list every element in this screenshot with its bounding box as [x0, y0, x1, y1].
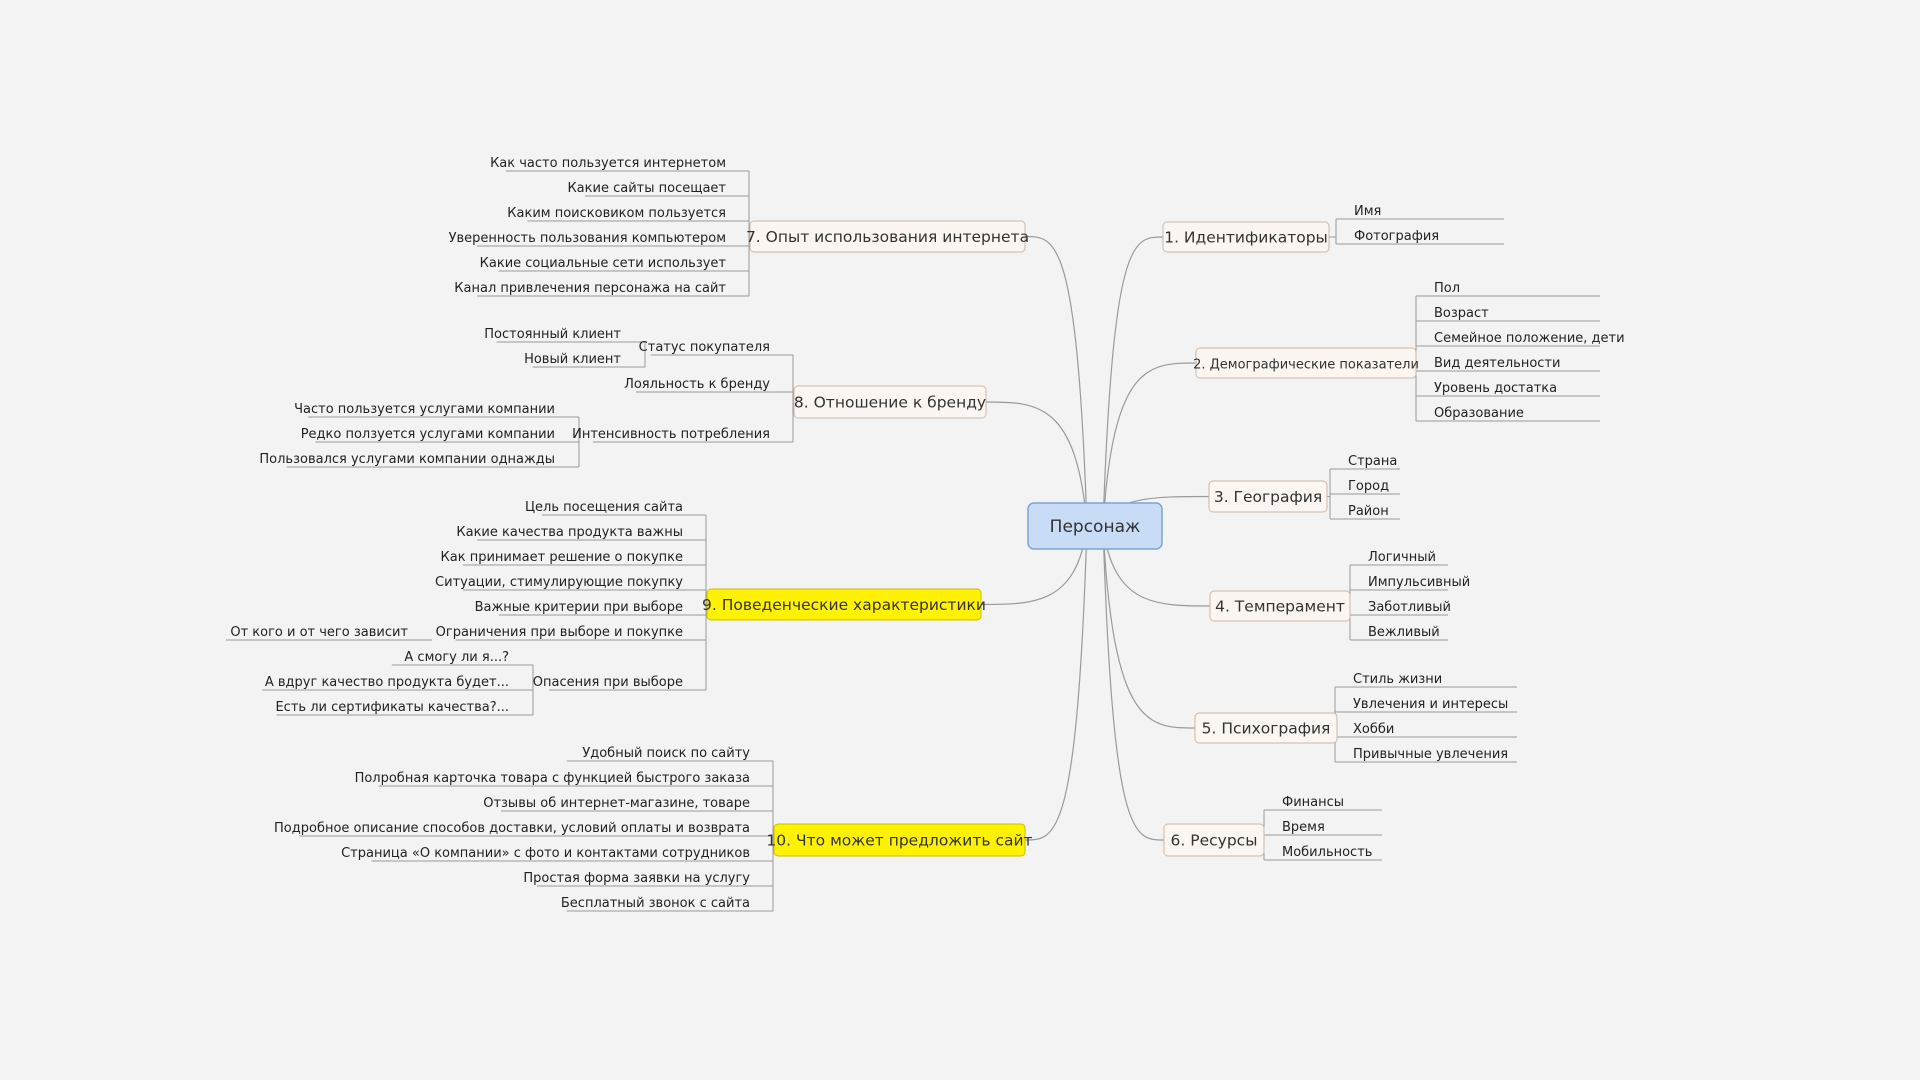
- branch-5-leaf-1: Стиль жизни: [1353, 672, 1442, 687]
- branch-8-curve: [985, 401, 1088, 527]
- branch-2-leaf-2: Возраст: [1434, 306, 1489, 321]
- branch-9-leaf-7: Опасения при выборе: [533, 675, 683, 690]
- branch-9-leaf-5: Важные критерии при выборе: [475, 600, 683, 615]
- branch-8-child-1-sub-1: Постоянный клиент: [484, 327, 621, 342]
- branch-4-leaf-1: Логичный: [1368, 550, 1436, 565]
- branch-1-leaf-2: Фотография: [1354, 229, 1439, 244]
- branch-connectors: [980, 235, 1211, 841]
- branch-8-leaf-2: Лояльность к бренду: [624, 377, 770, 392]
- branch-2-curve: [1102, 362, 1197, 527]
- branch-4-leaf-3: Заботливый: [1368, 600, 1451, 615]
- branch-3-leaf-1: Страна: [1348, 454, 1397, 469]
- branch-2-leaf-6: Образование: [1434, 406, 1524, 421]
- branch-9-leaf-4: Ситуации, стимулирующие покупку: [435, 575, 683, 590]
- branch-7-label: 7. Опыт использования интернета: [746, 228, 1029, 246]
- branch-6-leaf-2: Время: [1282, 820, 1325, 835]
- branch-10-box[interactable]: [773, 823, 1026, 857]
- branch-9-leaf-2: Какие качества продукта важны: [456, 525, 683, 540]
- branch-3-box[interactable]: [1208, 480, 1328, 513]
- branch-2-label: 2. Демографические показатели: [1193, 358, 1419, 373]
- branch-8-child-3-sub-3: Пользовался услугами компании однажды: [259, 452, 555, 467]
- branch-4-leaf-2: Импульсивный: [1368, 575, 1470, 590]
- branch-7-leaf-6: Канал привлечения персонажа на сайт: [454, 281, 726, 296]
- branch-10-leaf-2: Полробная карточка товара с функцией быс…: [355, 771, 750, 786]
- branch-5-curve: [1102, 525, 1196, 729]
- branch-9-child-7-sub-2: А вдруг качество продукта будет...: [265, 675, 509, 690]
- branch-10-leaf-6: Простая форма заявки на услугу: [523, 871, 750, 886]
- branch-9-child-7-sub-1: А смогу ли я...?: [404, 650, 509, 665]
- branch-10-curve: [1024, 525, 1088, 841]
- leaf-connectors: [226, 170, 1600, 912]
- branch-8-child-3-sub-1: Часто пользуется услугами компании: [294, 402, 555, 417]
- branch-1-leaf-1: Имя: [1354, 204, 1381, 219]
- branch-5-leaf-2: Увлечения и интересы: [1353, 697, 1508, 712]
- branch-4-box[interactable]: [1209, 590, 1351, 622]
- branch-8-child-1-sub-2: Новый клиент: [524, 352, 621, 367]
- branch-10-leaf-5: Страница «О компании» с фото и контактам…: [341, 846, 750, 861]
- branch-4-leaf-4: Вежливый: [1368, 625, 1440, 640]
- branch-8-leaf-1: Статус покупателя: [639, 340, 770, 355]
- branch-1-curve: [1102, 236, 1164, 527]
- branch-6-leaf-1: Финансы: [1282, 795, 1344, 810]
- branch-8-label: 8. Отношение к бренду: [794, 394, 986, 412]
- branch-8-box[interactable]: [793, 385, 987, 419]
- branch-9-curve: [980, 525, 1088, 606]
- branch-4-label: 4. Темперамент: [1215, 598, 1345, 616]
- branch-7-leaf-3: Каким поисковиком пользуется: [507, 206, 726, 221]
- branch-5-label: 5. Психография: [1202, 720, 1331, 738]
- branch-10-leaf-4: Подробное описание способов доставки, ус…: [274, 821, 750, 836]
- branch-1-label: 1. Идентификаторы: [1164, 229, 1328, 247]
- branch-1-box[interactable]: [1162, 221, 1330, 253]
- branch-6-box[interactable]: [1163, 823, 1265, 857]
- branch-8-leaf-3: Интенсивность потребления: [572, 427, 770, 442]
- branch-5-box[interactable]: [1194, 712, 1338, 744]
- branch-5-leaf-4: Привычные увлечения: [1353, 747, 1508, 762]
- branch-2-leaf-3: Семейное положение, дети: [1434, 331, 1625, 346]
- branch-7-leaf-1: Как часто пользуется интернетом: [490, 156, 726, 171]
- branch-2-leaf-4: Вид деятельности: [1434, 356, 1560, 371]
- branch-6-label: 6. Ресурсы: [1171, 832, 1258, 850]
- branch-2-leaf-1: Пол: [1434, 281, 1460, 296]
- branch-9-leaf-1: Цель посещения сайта: [525, 500, 683, 515]
- branch-3-leaf-3: Район: [1348, 504, 1389, 519]
- branch-2-box[interactable]: [1195, 347, 1417, 379]
- branch-10-leaf-3: Отзывы об интернет-магазине, товаре: [483, 796, 750, 811]
- root-node-label: Персонаж: [1050, 517, 1141, 537]
- branch-7-curve: [1024, 235, 1088, 527]
- branch-10-leaf-7: Бесплатный звонок с сайта: [561, 896, 750, 911]
- branch-9-leaf-3: Как принимает решение о покупке: [441, 550, 683, 565]
- branch-10-leaf-1: Удобный поиск по сайту: [582, 746, 750, 761]
- branch-7-box[interactable]: [749, 220, 1026, 253]
- branch-7-leaf-4: Уверенность пользования компьютером: [449, 231, 726, 246]
- branch-9-child-6-sub-1: От кого и от чего зависит: [230, 625, 408, 640]
- branch-10-label: 10. Что может предложить сайт: [766, 832, 1032, 850]
- branch-6-curve: [1102, 525, 1165, 841]
- branch-2-leaf-5: Уровень достатка: [1434, 381, 1557, 396]
- branch-8-child-3-sub-2: Редко ползуется услугами компании: [301, 427, 555, 442]
- branch-7-leaf-2: Какие сайты посещает: [567, 181, 726, 196]
- branch-9-label: 9. Поведенческие характеристики: [702, 596, 986, 614]
- root-node-box[interactable]: [1027, 502, 1163, 550]
- branch-3-label: 3. География: [1214, 488, 1322, 506]
- branch-4-curve: [1102, 525, 1211, 607]
- branch-7-leaf-5: Какие социальные сети использует: [480, 256, 727, 271]
- branch-9-box[interactable]: [706, 588, 982, 621]
- branch-9-leaf-6: Ограничения при выборе и покупке: [436, 625, 683, 640]
- branch-3-leaf-2: Город: [1348, 479, 1389, 494]
- branch-6-leaf-3: Мобильность: [1282, 845, 1372, 860]
- branch-5-leaf-3: Хобби: [1353, 722, 1394, 737]
- branch-9-child-7-sub-3: Есть ли сертификаты качества?...: [275, 700, 509, 715]
